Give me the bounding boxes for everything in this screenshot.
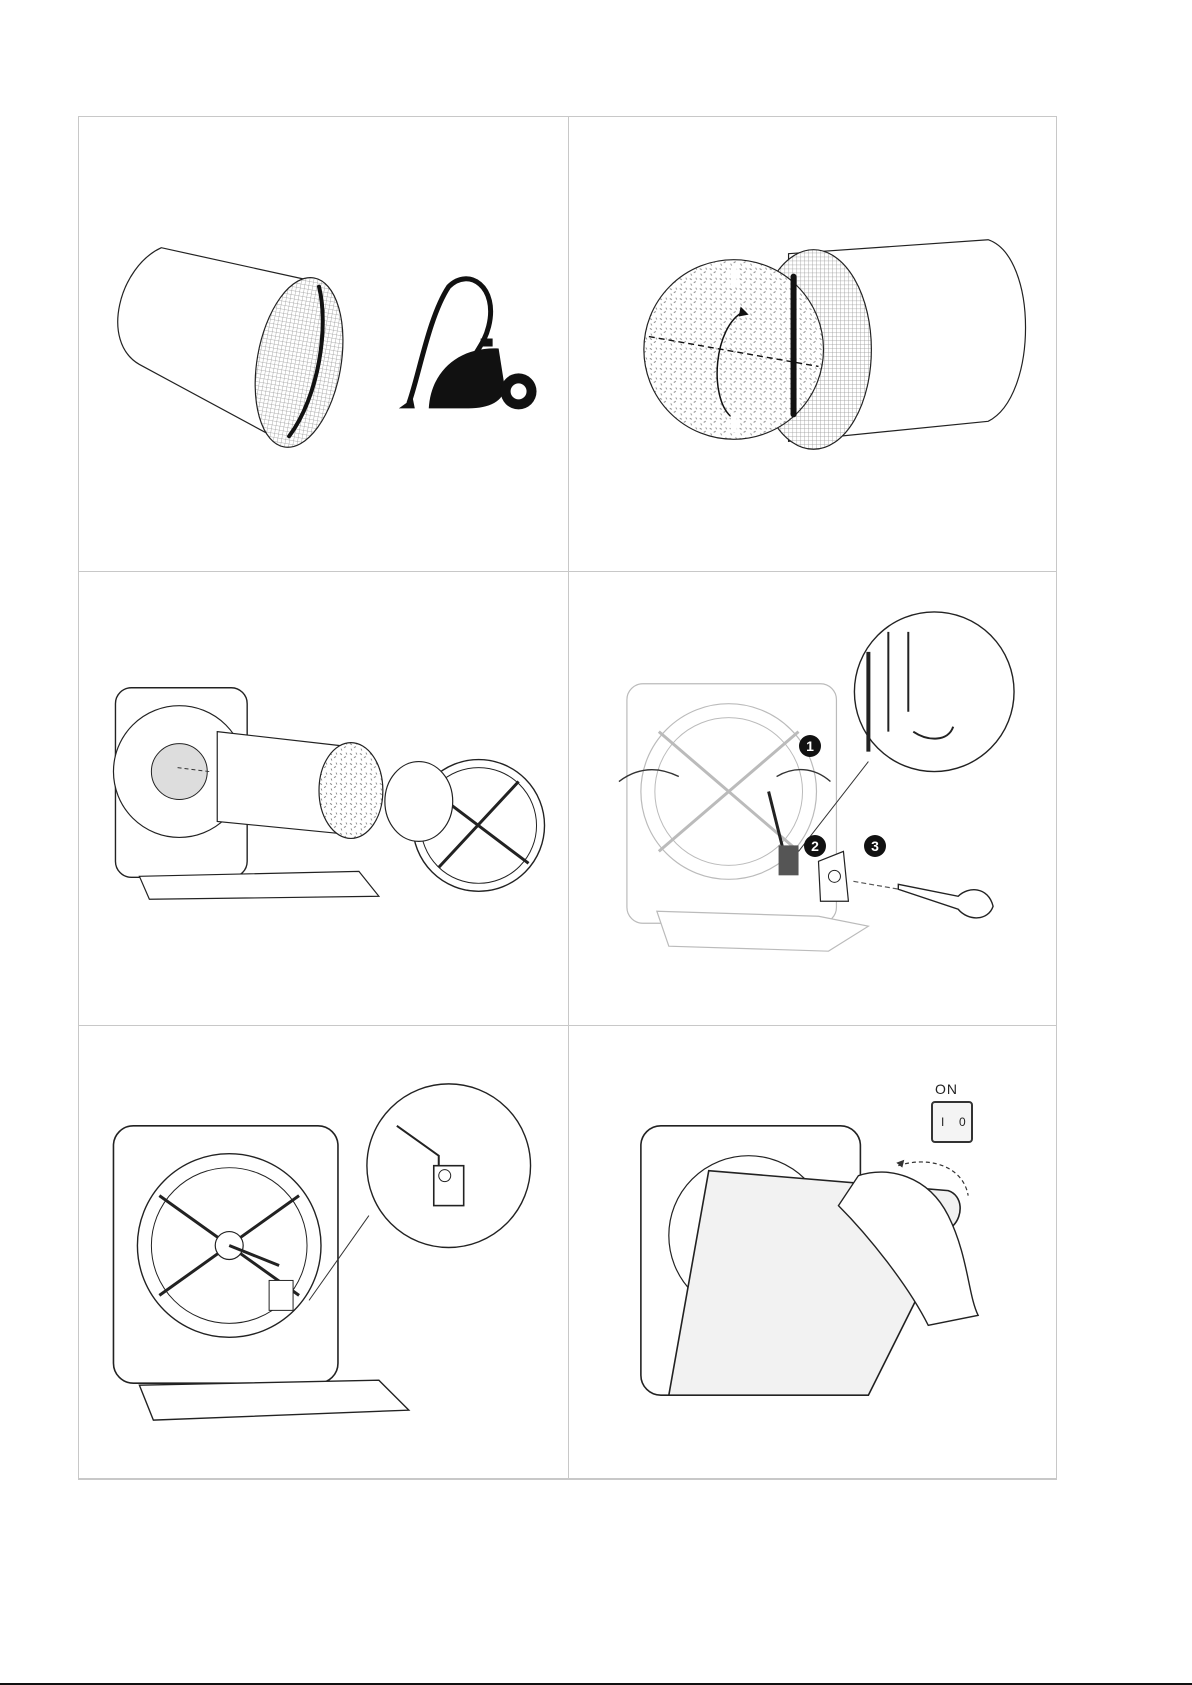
screwdriver-icon <box>898 884 993 918</box>
wiring-detail-zoom <box>854 612 1014 772</box>
foam-disc-illustration <box>569 117 1057 571</box>
power-switch-icon: I 0 <box>931 1101 973 1143</box>
illustration-grid: 1 2 3 ON <box>78 116 1057 1480</box>
panel-unit-open-filter <box>79 572 568 1026</box>
step-badge-3: 3 <box>864 835 886 857</box>
close-cover-illustration <box>569 1026 1057 1478</box>
panel-wiring-steps: 1 2 3 <box>568 572 1057 1026</box>
wiring-steps-illustration <box>569 572 1057 1025</box>
step-badge-2: 2 <box>804 835 826 857</box>
switch-pos-on: I <box>941 1115 944 1129</box>
step-badge-1: 1 <box>799 735 821 757</box>
panel-foam-disc <box>568 117 1057 572</box>
unit-wiring-zoom-illustration <box>79 1026 568 1478</box>
panel-close-cover: ON I 0 <box>568 1026 1057 1479</box>
panel-unit-wiring-zoom <box>79 1026 568 1479</box>
panel-filter-vacuum <box>79 117 568 572</box>
switch-pos-off: 0 <box>959 1115 966 1129</box>
filter-vacuum-illustration <box>79 117 568 571</box>
vacuum-cleaner-icon <box>399 279 537 410</box>
unit-open-filter-illustration <box>79 572 568 1025</box>
switch-on-label: ON <box>935 1081 958 1097</box>
